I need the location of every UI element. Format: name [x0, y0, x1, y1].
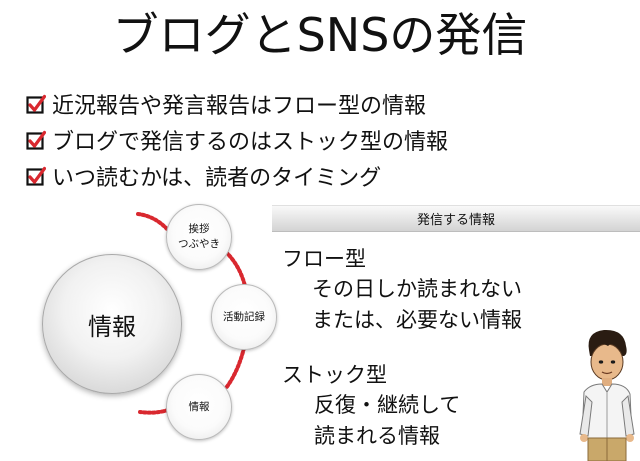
flow-title: フロー型 — [282, 247, 366, 271]
checkbox-checked-icon — [26, 130, 46, 150]
bullet-item: いつ読むかは、読者のタイミング — [26, 158, 448, 194]
panel-header-label: 発信する情報 — [416, 213, 495, 228]
stock-section: ストック型 反復・継続して 読まれる情報 — [282, 360, 522, 452]
stock-line: 読まれる情報 — [314, 424, 440, 448]
checkbox-checked-icon — [26, 166, 46, 186]
node-label: 挨拶 — [188, 223, 210, 235]
slide-title: ブログとSNSの発信 — [112, 8, 528, 62]
bullet-text: いつ読むかは、読者のタイミング — [52, 166, 382, 191]
stock-line: 反復・継続して — [314, 393, 461, 417]
bullet-item: ブログで発信するのはストック型の情報 — [26, 122, 448, 158]
flow-section: フロー型 その日しか読まれない または、必要ない情報 — [282, 244, 522, 336]
node-label: つぶやき — [178, 238, 220, 250]
greeting-node: 挨拶 つぶやき — [166, 204, 232, 270]
node-label: 情報 — [188, 400, 210, 413]
panel-header: 発信する情報 — [272, 205, 640, 232]
center-info-label: 情報 — [88, 312, 136, 341]
checkbox-checked-icon — [26, 94, 46, 114]
panel-content: フロー型 その日しか読まれない または、必要ない情報 ストック型 反復・継続して… — [282, 244, 522, 452]
flow-line: または、必要ない情報 — [312, 308, 522, 332]
activity-record-node: 活動記録 — [211, 284, 277, 350]
red-connector-path — [136, 212, 247, 415]
bullet-item: 近況報告や発言報告はフロー型の情報 — [26, 86, 448, 122]
node-label: 活動記録 — [223, 310, 265, 323]
flow-line: その日しか読まれない — [312, 277, 522, 301]
bullet-text: ブログで発信するのはストック型の情報 — [52, 130, 449, 155]
person-avatar-icon — [579, 329, 635, 461]
bullet-list: 近況報告や発言報告はフロー型の情報 ブログで発信するのはストック型の情報 いつ読… — [26, 86, 448, 194]
stock-title: ストック型 — [282, 363, 387, 387]
bullet-text: 近況報告や発言報告はフロー型の情報 — [52, 94, 427, 119]
center-info-node: 情報 — [42, 254, 182, 394]
information-node: 情報 — [166, 374, 232, 440]
